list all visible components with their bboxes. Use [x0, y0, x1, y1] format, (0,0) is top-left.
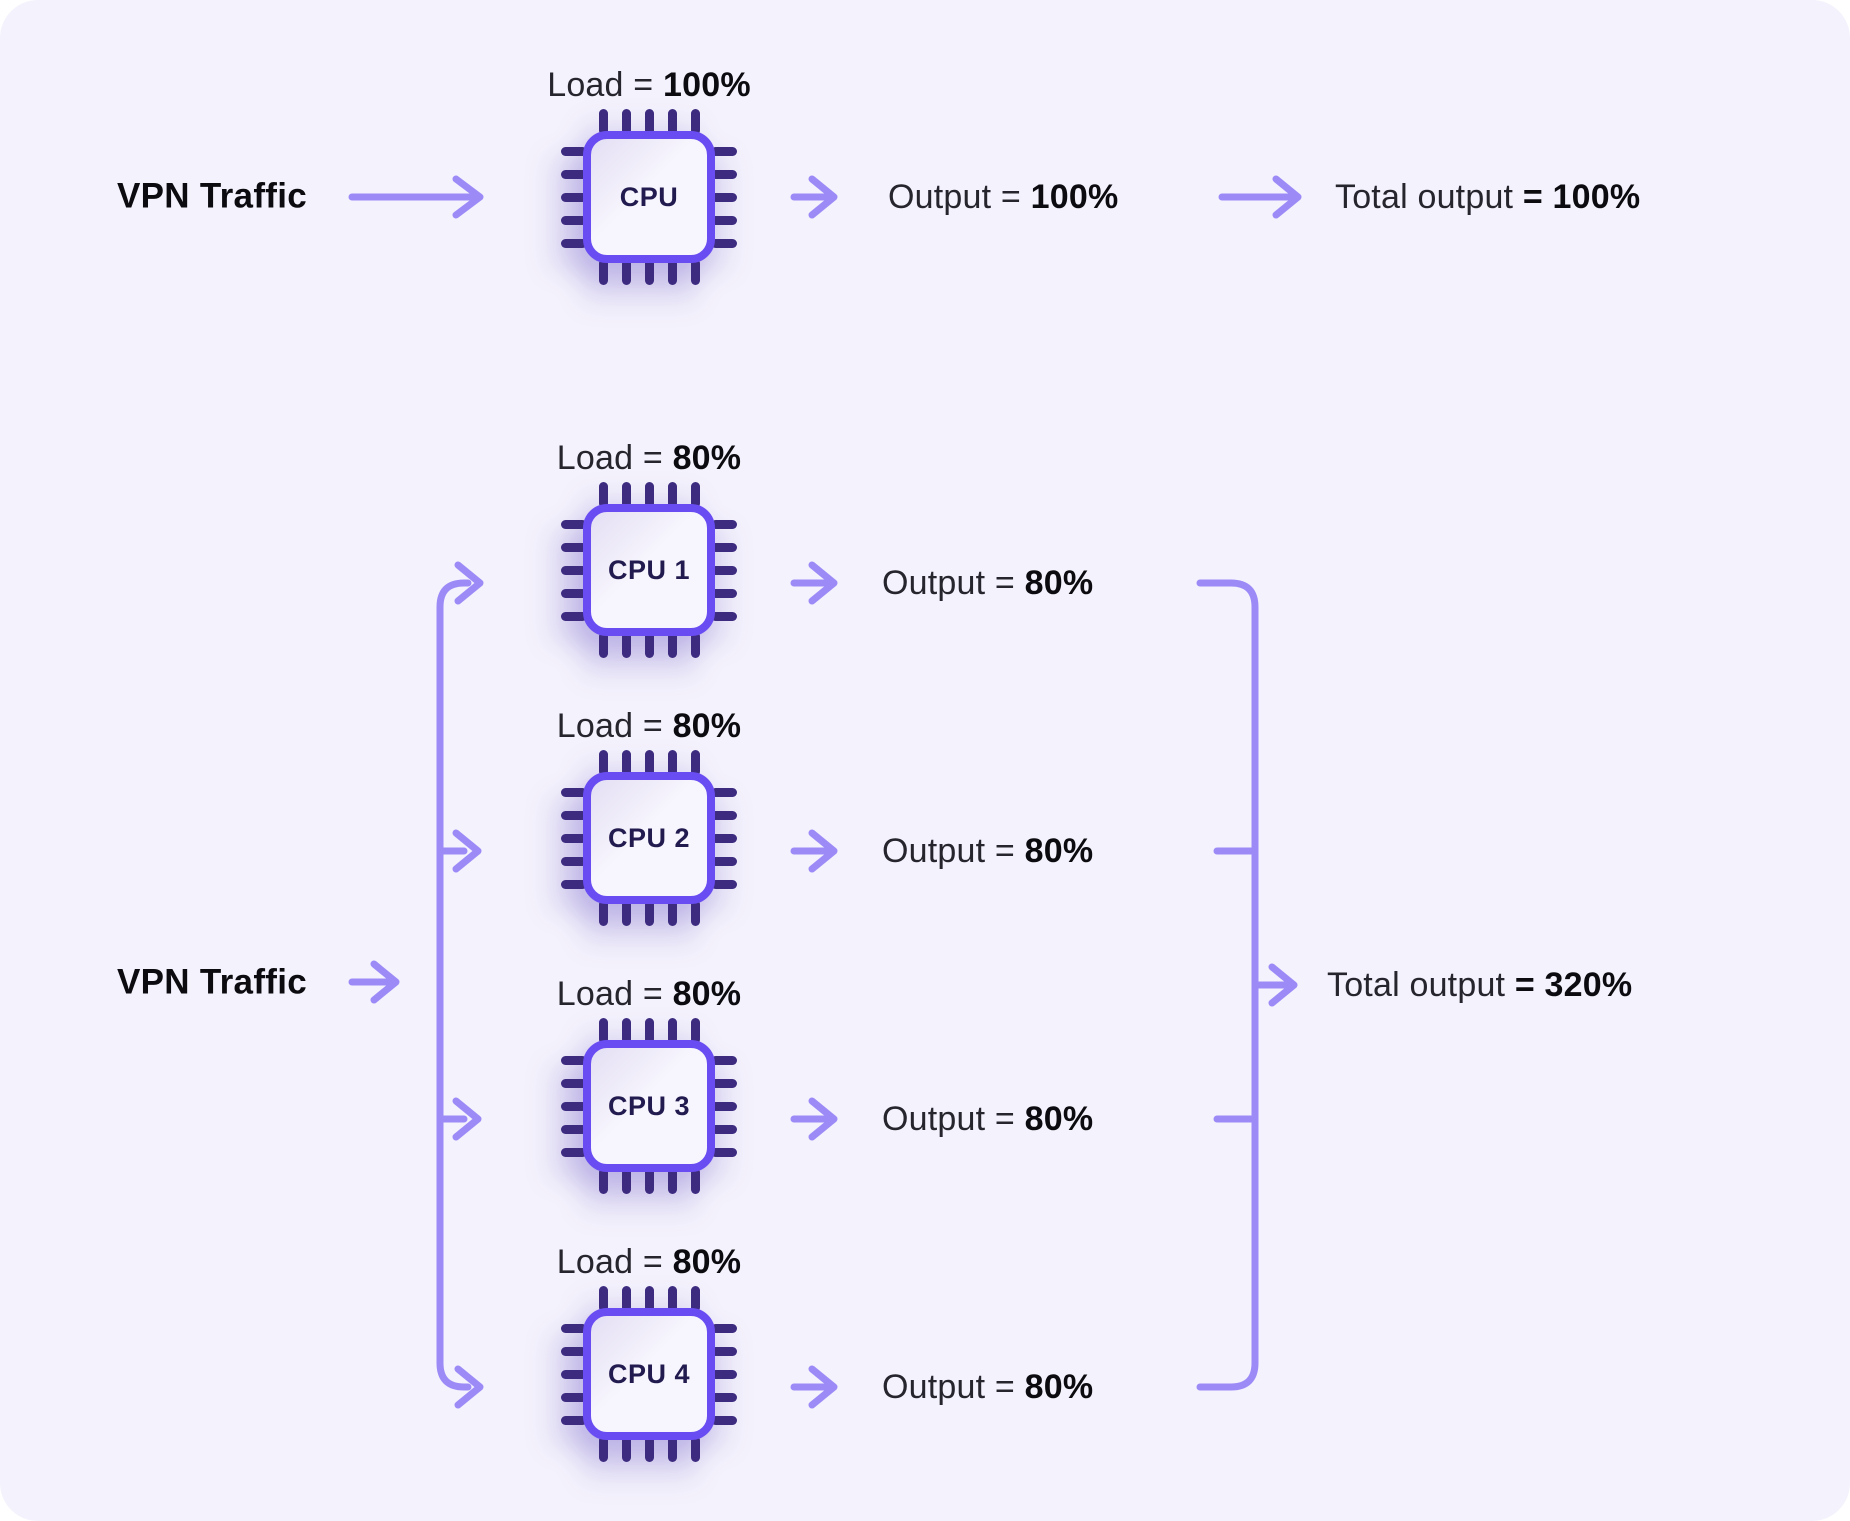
load-text: Load =	[556, 439, 673, 477]
output-value: 100%	[1030, 178, 1119, 216]
vpn-traffic-label-bottom: VPN Traffic	[117, 962, 308, 1002]
chip-pins-left-icon	[561, 750, 587, 926]
arrow-vpn-bottom	[348, 960, 400, 1004]
arrow-branch-cpu2	[436, 829, 482, 873]
chip-pins-left-icon	[561, 1018, 587, 1194]
merge-bracket	[1196, 579, 1259, 1391]
output-label-cpu1: Output = 80%	[882, 566, 1093, 600]
chip-body: CPU	[583, 131, 715, 263]
load-label-cpu3: Load = 80%	[557, 977, 741, 1011]
output-value: 80%	[1024, 832, 1094, 870]
load-text: Load =	[556, 975, 673, 1013]
split-trunk	[436, 579, 472, 1391]
arrow-cpu-to-output-top	[790, 175, 838, 219]
chip-pins-top-icon	[561, 1018, 737, 1044]
load-value: 80%	[672, 707, 742, 745]
cpu-chip-2: CPU 2	[561, 750, 737, 926]
chip-pins-right-icon	[711, 109, 737, 285]
load-value: 100%	[663, 66, 751, 104]
arrow-cpu4-output	[790, 1365, 838, 1409]
arrow-cpu1-output	[790, 561, 838, 605]
load-value: 80%	[672, 975, 742, 1013]
output-label-cpu2: Output = 80%	[882, 834, 1093, 868]
vpn-traffic-label-top: VPN Traffic	[117, 176, 308, 216]
output-text: Output =	[882, 1100, 1025, 1138]
total-value: = 100%	[1522, 178, 1641, 216]
output-label-cpu4: Output = 80%	[882, 1370, 1093, 1404]
output-label-cpu3: Output = 80%	[882, 1102, 1093, 1136]
chip-pins-top-icon	[561, 109, 737, 135]
chip-body: CPU 1	[583, 504, 715, 636]
output-value: 80%	[1024, 1368, 1094, 1406]
load-value: 80%	[672, 1243, 742, 1281]
load-label-cpu1: Load = 80%	[557, 441, 741, 475]
total-output-label-top: Total output = 100%	[1335, 180, 1640, 214]
chip-pins-left-icon	[561, 482, 587, 658]
cpu-chip-3: CPU 3	[561, 1018, 737, 1194]
chip-pins-left-icon	[561, 1286, 587, 1462]
arrow-branch-cpu4	[454, 1365, 484, 1409]
chip-pins-right-icon	[711, 1018, 737, 1194]
arrow-vpn-to-cpu-top	[348, 175, 484, 219]
arrow-cpu2-output	[790, 829, 838, 873]
chip-pins-bottom-icon	[561, 1436, 737, 1462]
chip-pins-bottom-icon	[561, 259, 737, 285]
arrow-branch-cpu1	[454, 561, 484, 605]
cpu-chip-1: CPU 1	[561, 482, 737, 658]
arrow-branch-cpu3	[436, 1097, 482, 1141]
chip-pins-right-icon	[711, 1286, 737, 1462]
chip-pins-top-icon	[561, 1286, 737, 1312]
load-label-cpu4: Load = 80%	[557, 1245, 741, 1279]
load-label-cpu2: Load = 80%	[557, 709, 741, 743]
arrow-cpu3-output	[790, 1097, 838, 1141]
cpu-label: CPU 3	[607, 1090, 691, 1121]
arrow-output-to-total-top	[1218, 175, 1302, 219]
load-text: Load =	[556, 707, 673, 745]
cpu-label: CPU	[619, 181, 679, 212]
output-label-top: Output = 100%	[888, 180, 1118, 214]
output-text: Output =	[882, 1368, 1025, 1406]
total-value: = 320%	[1514, 966, 1633, 1004]
cpu-chip-4: CPU 4	[561, 1286, 737, 1462]
cpu-chip-top: CPU	[561, 109, 737, 285]
output-text: Output =	[882, 564, 1025, 602]
chip-body: CPU 2	[583, 772, 715, 904]
output-value: 80%	[1024, 564, 1094, 602]
chip-pins-top-icon	[561, 750, 737, 776]
chip-body: CPU 3	[583, 1040, 715, 1172]
chip-pins-bottom-icon	[561, 632, 737, 658]
total-text: Total output	[1327, 966, 1515, 1004]
chip-body: CPU 4	[583, 1308, 715, 1440]
chip-pins-top-icon	[561, 482, 737, 508]
cpu-label: CPU 2	[607, 822, 691, 853]
chip-pins-bottom-icon	[561, 900, 737, 926]
output-text: Output =	[882, 832, 1025, 870]
chip-pins-right-icon	[711, 482, 737, 658]
output-text: Output =	[888, 178, 1031, 216]
load-label-top: Load = 100%	[547, 68, 751, 102]
load-text: Load =	[556, 1243, 673, 1281]
chip-pins-right-icon	[711, 750, 737, 926]
total-output-label-bottom: Total output = 320%	[1327, 968, 1632, 1002]
arrow-merge-to-total	[1251, 963, 1298, 1007]
chip-pins-bottom-icon	[561, 1168, 737, 1194]
chip-pins-left-icon	[561, 109, 587, 285]
load-value: 80%	[672, 439, 742, 477]
output-value: 80%	[1024, 1100, 1094, 1138]
cpu-label: CPU 1	[607, 554, 691, 585]
total-text: Total output	[1335, 178, 1523, 216]
cpu-label: CPU 4	[607, 1358, 691, 1389]
load-text: Load =	[547, 66, 664, 104]
